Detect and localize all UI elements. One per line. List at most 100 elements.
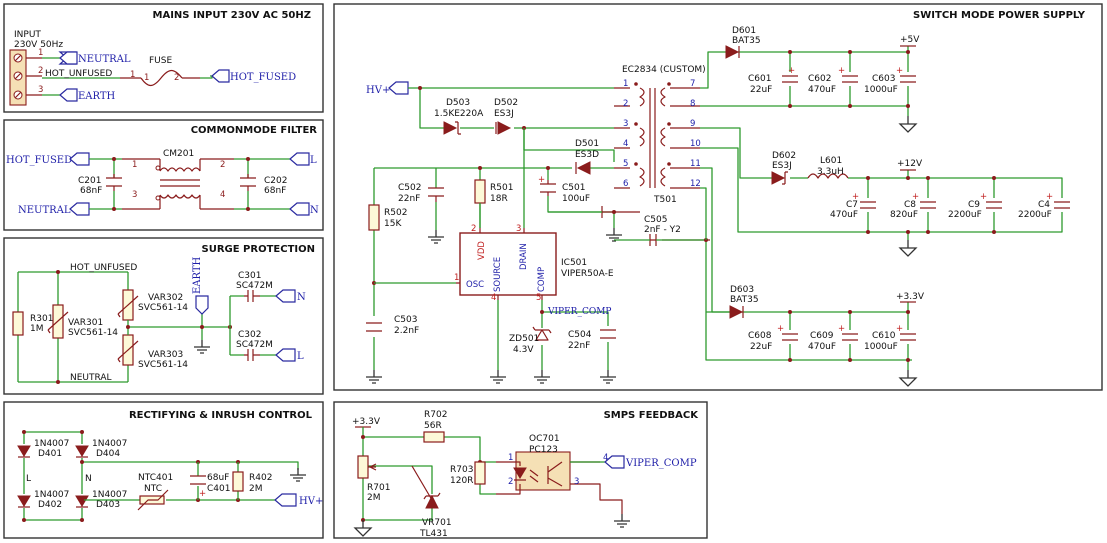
c201-cap: [106, 174, 122, 191]
c609-val: 470uF: [808, 342, 836, 352]
port-neutral-shape: [59, 51, 78, 65]
d503-diode: [443, 121, 458, 135]
net-neutral-surge: NEUTRAL: [70, 373, 112, 383]
rect-port-hv-label[interactable]: HV+: [299, 496, 323, 507]
l601-inductor: [807, 173, 849, 179]
smps-port-hv-shape: [388, 81, 409, 95]
c504-cap: [600, 329, 616, 339]
r702-ref: R702: [424, 410, 447, 420]
r701-ref: R701: [367, 483, 390, 493]
c9-ref: C9: [968, 200, 980, 210]
mains-input-section: INPUT 230V 50Hz 1 2 3 HOT_UNFUSED FUSE 1…: [9, 30, 296, 106]
surge-port-n-label[interactable]: N: [297, 292, 306, 303]
d403-val: 1N4007: [92, 490, 127, 500]
c502-cap: [428, 187, 444, 202]
c602-ref: C602: [808, 74, 831, 84]
c401-ref: C401: [207, 484, 230, 494]
fb-rail-label: +3.3V: [352, 417, 381, 427]
smps-port-hv-label[interactable]: HV+: [366, 85, 390, 96]
t501-pin-7: 7: [690, 79, 695, 89]
c601-val: 22uF: [750, 85, 772, 95]
surge-port-l-label[interactable]: L: [297, 351, 304, 362]
c502-ref: C502: [398, 183, 421, 193]
cmf-port-hot-shape: [69, 152, 90, 166]
d404-diode: [75, 445, 89, 458]
smps-frame: [333, 3, 1103, 391]
ntc401-val: NTC: [144, 484, 162, 494]
fuse-pin-1a: 1: [130, 70, 135, 80]
oc-pin-2: 2: [508, 477, 513, 487]
c602-val: 470uF: [808, 85, 836, 95]
port-earth-label[interactable]: EARTH: [78, 91, 116, 102]
net-l-rect: L: [26, 474, 31, 484]
surge-port-l-shape: [275, 348, 296, 362]
cmf-port-neutral-label[interactable]: NEUTRAL: [18, 205, 71, 216]
c603-cap: [900, 75, 916, 83]
rect-gnd-icon: [289, 467, 307, 482]
fuse-label: FUSE: [149, 56, 172, 66]
vr701-regulator-icon: [425, 494, 439, 509]
c302-val: SC472M: [236, 340, 273, 350]
c4-ref: C4: [1038, 200, 1050, 210]
oc701-ref: OC701: [529, 434, 560, 444]
commonmode-filter-section: HOT_FUSED NEUTRAL C201 68nF 1 3 2 4 CM20…: [6, 149, 319, 216]
t501-pin-4: 4: [623, 139, 628, 149]
var303-val: SVC561-14: [138, 360, 188, 370]
t501-transformer-icon: [634, 82, 671, 188]
c301-ref: C301: [238, 271, 261, 281]
fuse-icon: [140, 69, 183, 87]
c202-ref: C202: [264, 176, 287, 186]
t501-pin-12: 12: [690, 179, 701, 189]
ic-pin-vdd: VDD: [477, 241, 487, 260]
ic-pin-source: SOURCE: [493, 257, 503, 292]
commonmode-filter-title: COMMONMODE FILTER: [191, 125, 318, 136]
net-viper-comp: VIPER_COMP: [547, 307, 612, 317]
svg-text:+: +: [838, 324, 845, 334]
cm201-ref: CM201: [163, 149, 194, 159]
d404-ref: D404: [96, 449, 120, 459]
d402-ref: D402: [38, 500, 62, 510]
fb-port-viper-label[interactable]: VIPER_COMP: [625, 458, 697, 469]
c610-val: 1000uF: [864, 342, 898, 352]
surge-protection-section: HOT_UNFUSED NEUTRAL R301 1M VAR301 SVC56…: [12, 256, 306, 384]
c502-gnd-icon: [427, 229, 445, 244]
zd501-ref: ZD501: [509, 334, 539, 344]
d503-val: 1.5KE220A: [434, 109, 484, 119]
ic-pin-comp: COMP: [537, 267, 547, 292]
r502-resistor: [368, 204, 380, 231]
oc701-optocoupler: [515, 451, 571, 491]
c8-cap: [920, 201, 936, 209]
d603-diode: [729, 305, 744, 319]
svg-text:+: +: [838, 66, 845, 76]
r402-resistor: [232, 471, 244, 492]
cmf-port-l-shape: [289, 152, 310, 166]
terminal-pin-1: 1: [38, 48, 43, 58]
port-earth-surge-label[interactable]: EARTH: [192, 256, 203, 294]
c8-val: 820uF: [890, 210, 918, 220]
port-earth-shape: [59, 88, 78, 102]
t501-gnd-icon: [605, 227, 623, 242]
d601-ref: D601: [732, 26, 756, 36]
c609-cap: [842, 333, 858, 341]
c504-val: 22nF: [568, 341, 590, 351]
cmf-port-n-label[interactable]: N: [310, 205, 319, 216]
c504-ref: C504: [568, 330, 592, 340]
input-label: INPUT: [14, 30, 41, 40]
cm-pin-3: 3: [132, 190, 137, 200]
port-hot-fused-shape: [211, 69, 230, 83]
var301-val: SVC561-14: [68, 328, 118, 338]
net-hot-unfused-surge: HOT_UNFUSED: [70, 263, 137, 273]
c401-val: 68uF: [207, 473, 229, 483]
rectifying-title: RECTIFYING & INRUSH CONTROL: [129, 410, 313, 421]
fuse-pin-1b: 1: [144, 73, 149, 83]
12v-gnd-icon: [899, 239, 917, 257]
ic-pinnum-2: 2: [471, 224, 476, 234]
oc-pin-3: 3: [574, 477, 579, 487]
cmf-port-hot-label[interactable]: HOT_FUSED: [6, 155, 72, 166]
d603-val: BAT35: [730, 295, 759, 305]
svg-text:+: +: [1046, 192, 1053, 202]
cmf-port-l-label[interactable]: L: [310, 155, 317, 166]
feedback-section: +3.3V R702 56R R701 2M R703 120R VR701 T…: [352, 410, 697, 539]
port-neutral-label[interactable]: NEUTRAL: [78, 54, 131, 65]
port-hot-fused-label[interactable]: HOT_FUSED: [230, 72, 296, 83]
